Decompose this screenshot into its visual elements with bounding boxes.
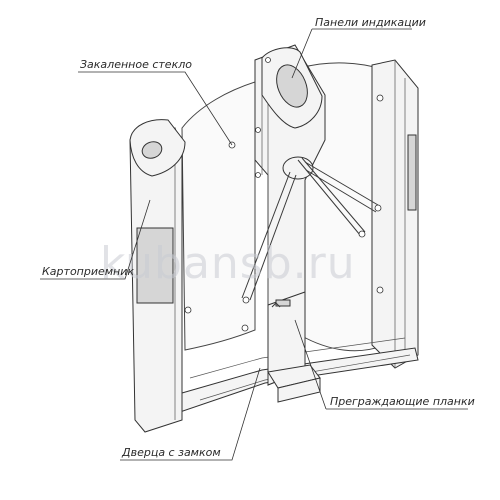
indication-panel-display [276,64,308,108]
leader-locked-door [120,367,261,461]
label-card-reader: Картоприемник [42,265,134,278]
leader-card-reader [40,199,151,280]
leader-barrier-bars [294,319,468,410]
card-slot [141,141,163,159]
label-locked-door: Дверца с замком [121,446,221,459]
barrier-arm-1 [241,171,297,301]
left-glass-panel [181,81,256,351]
leader-indication-panels [291,28,412,79]
leader-tempered-glass [78,71,233,146]
right-post-dark-strip [407,134,417,211]
central-pedestal [254,44,326,386]
label-tempered-glass: Закаленное стекло [80,58,192,71]
card-reader-dark-band [136,227,174,304]
watermark-text: kubansb.ru [100,238,356,289]
barrier-arm-3 [297,157,366,236]
label-indication-panels: Панели индикации [315,16,426,29]
indicator-light-top [265,57,271,63]
label-barrier-bars: Преграждающие планки [330,395,475,408]
